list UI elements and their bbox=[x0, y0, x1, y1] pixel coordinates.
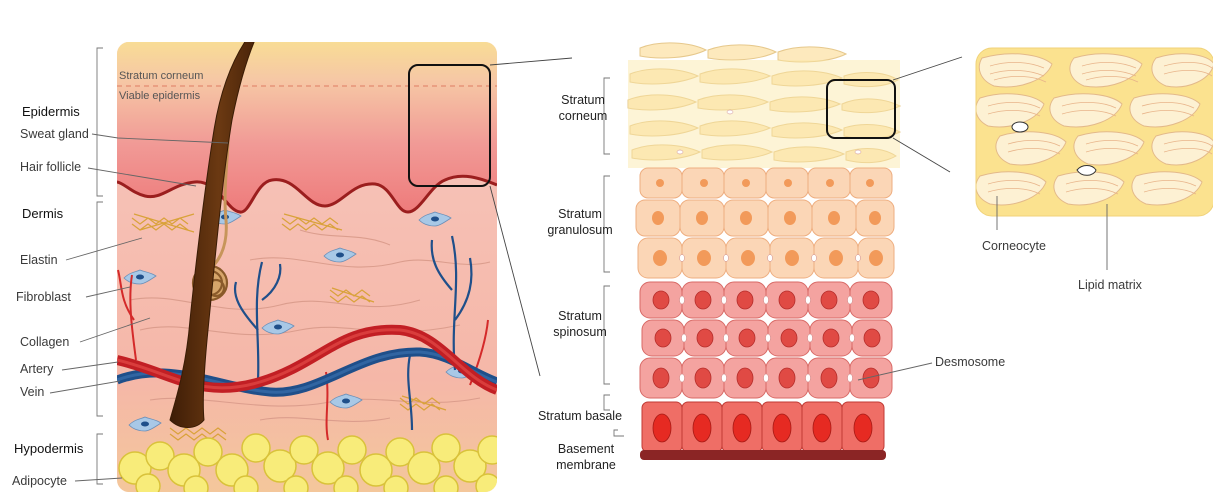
zoom-line-top-middle bbox=[893, 57, 962, 80]
zoom-line-top-left bbox=[490, 58, 572, 65]
artery-label: Artery bbox=[20, 362, 54, 376]
collagen-label: Collagen bbox=[20, 335, 69, 349]
vein-label: Vein bbox=[20, 385, 44, 399]
stratum-granulosum-label-1: Stratum bbox=[558, 207, 602, 221]
stratum-basale-label: Stratum basale bbox=[538, 409, 622, 423]
elastin-label: Elastin bbox=[20, 253, 58, 267]
hypodermis-label: Hypodermis bbox=[14, 441, 84, 456]
desmosome-label: Desmosome bbox=[935, 355, 1005, 369]
middle-layer-brackets bbox=[604, 78, 624, 436]
epidermis-zoom bbox=[628, 43, 900, 460]
zoom-line-bottom-middle bbox=[893, 138, 950, 172]
stratum-spinosum-label-2: spinosum bbox=[553, 325, 607, 339]
viable-epidermis-inner-label: Viable epidermis bbox=[119, 90, 201, 102]
adipocyte-label: Adipocyte bbox=[12, 474, 67, 488]
stratum-corneum-inner-label: Stratum corneum bbox=[119, 70, 203, 82]
basement-membrane-label-1: Basement bbox=[558, 442, 615, 456]
stratum-spinosum-label-1: Stratum bbox=[558, 309, 602, 323]
lipid-matrix-label: Lipid matrix bbox=[1078, 278, 1143, 292]
corneocyte-label: Corneocyte bbox=[982, 239, 1046, 253]
granulosum-cells bbox=[636, 168, 894, 278]
corneocyte-lipid-zoom bbox=[976, 48, 1213, 216]
stratum-corneum-label-1: Stratum bbox=[561, 93, 605, 107]
zoom-line-bottom-left bbox=[490, 186, 540, 376]
basale-cells bbox=[642, 402, 884, 452]
stratum-granulosum-label-2: granulosum bbox=[547, 223, 612, 237]
epidermis-label: Epidermis bbox=[22, 104, 80, 119]
left-layer-brackets bbox=[97, 48, 103, 484]
dermis-label: Dermis bbox=[22, 206, 64, 221]
hair-follicle-label: Hair follicle bbox=[20, 160, 81, 174]
basement-membrane-band bbox=[640, 450, 886, 460]
sweat-gland-label: Sweat gland bbox=[20, 127, 89, 141]
basement-membrane-label-2: membrane bbox=[556, 458, 616, 472]
skin-cross-section bbox=[117, 14, 506, 494]
fibroblast-label: Fibroblast bbox=[16, 290, 71, 304]
stratum-corneum-label-2: corneum bbox=[559, 109, 608, 123]
